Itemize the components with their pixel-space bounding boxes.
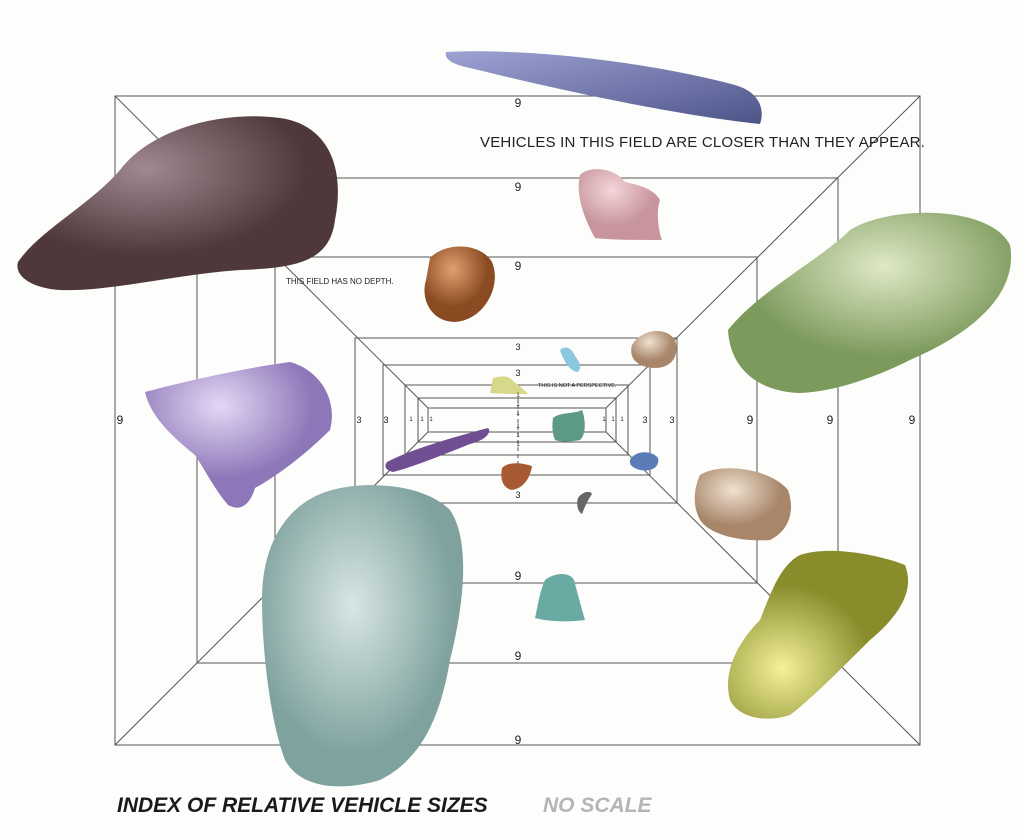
vehicle-purple-long [385,428,490,472]
vehicle-blue-long [445,51,762,124]
vehicle-rust [424,246,495,322]
frame-rect [114,95,921,746]
frame-label-nine: 9 [514,649,522,663]
vehicle-pink [578,169,662,240]
caption-closer: VEHICLES IN THIS FIELD ARE CLOSER THAN T… [480,134,926,151]
vehicle-blue-small [629,452,659,471]
vehicle-green-large [728,212,1012,393]
frame-label-three: 3 [642,415,648,425]
caption-no-depth: THIS FIELD HAS NO DEPTH. [286,277,394,286]
frame-diagonal [605,431,921,746]
vehicle-shapes [17,51,1012,787]
no-scale-label: NO SCALE [543,794,652,817]
vehicle-teal-small-lower [535,574,585,622]
frame-label-nine: 9 [514,259,522,273]
vehicle-teal-large [262,485,464,787]
vehicle-lightblue-tiny [560,347,581,372]
vehicle-yellow-tiny [490,376,528,394]
frame-rect [354,337,678,504]
frame-label-one: 1 [516,402,520,408]
frame-label-one: 1 [516,433,520,439]
caption-not-perspective: THIS IS NOT A PERSPECTIVE. [538,383,617,389]
frame-rect [427,407,607,433]
vehicle-rust-small [501,463,532,490]
vehicle-lilac [145,362,332,508]
frame-label-one: 1 [516,442,520,448]
frame-label-nine: 9 [514,180,522,194]
frame-label-nine: 9 [514,569,522,583]
frame-label-one: 1 [602,417,606,423]
frame-label-nine: 9 [826,413,834,427]
frame-label-one: 1 [516,411,520,417]
vehicle-tan [694,468,791,541]
frame-label-three: 3 [356,415,362,425]
frame-label-one: 1 [611,417,615,423]
frame-label-nine: 9 [116,413,124,427]
frame-rect [417,397,617,443]
page-title: INDEX OF RELATIVE VEHICLE SIZES [117,794,488,817]
frame-label-one: 1 [409,417,413,423]
frame-label-nine: 9 [746,413,754,427]
frame-label-one: 1 [516,424,520,430]
frame-label-nine: 9 [514,733,522,747]
frame-label-three: 3 [515,368,521,378]
frame-label-one: 1 [429,417,433,423]
frame-label-three: 3 [383,415,389,425]
frame-label-one: 1 [420,417,424,423]
vehicle-teal-small [552,410,585,442]
frame-label-nine: 9 [908,413,916,427]
vehicle-grey-tiny [577,491,592,514]
vehicle-olive-large [728,550,909,719]
frame-label-one: 1 [620,417,624,423]
vehicle-brown-large [17,116,338,291]
frame-label-one: 1 [516,393,520,399]
frame-label-three: 3 [669,415,675,425]
vehicle-tan-small [631,330,677,368]
frame-label-three: 3 [515,342,521,352]
frame-label-three: 3 [515,490,521,500]
frame-label-nine: 9 [514,96,522,110]
